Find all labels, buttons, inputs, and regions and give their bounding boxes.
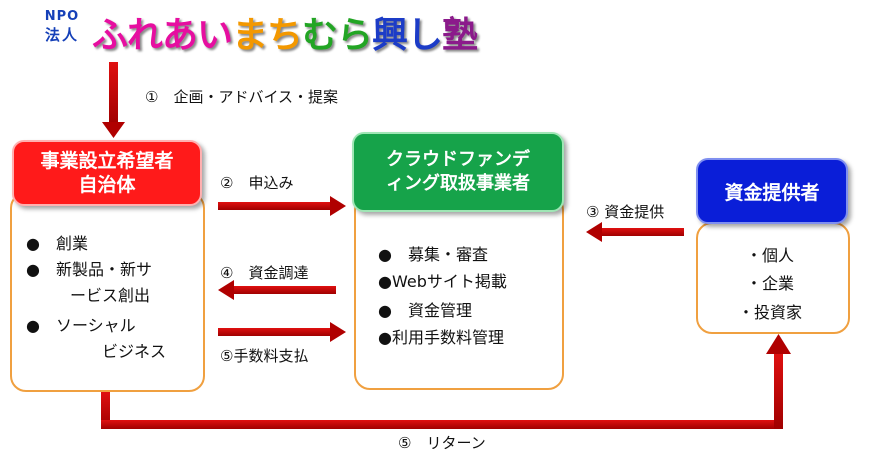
npo-text: NPO — [44, 9, 80, 24]
platform-item-web: ●Webサイト掲載 — [378, 272, 507, 291]
platform-header: クラウドファンデ ィング取扱事業者 — [352, 132, 564, 212]
investor-header-text: 資金提供者 — [724, 181, 820, 204]
applicant-item-new-product-cont: ービス創出 — [70, 286, 151, 305]
platform-header-line2: ィング取扱事業者 — [386, 173, 530, 194]
arrow-step4-left — [218, 280, 336, 300]
step4-label: ④ 資金調達 — [220, 264, 309, 282]
arrow-step3-left — [586, 222, 684, 242]
applicant-header-line2: 自治体 — [78, 174, 136, 196]
logo-part-machi: まち — [230, 13, 306, 59]
logo-part-fureai: ふれあい — [89, 13, 235, 59]
applicant-header: 事業設立希望者 自治体 — [12, 140, 202, 206]
investor-item-investor: ・投資家 — [738, 303, 803, 322]
logo-part-okoshi: 興し — [370, 13, 446, 59]
investor-box: ・個人 ・企業 ・投資家 — [696, 222, 850, 334]
step1-label: ① 企画・アドバイス・提案 — [145, 88, 338, 106]
platform-item-fee-mgmt: ●利用手数料管理 — [378, 328, 504, 347]
step5-fee-label: ⑤手数料支払 — [220, 347, 309, 365]
arrow-step1-down — [102, 62, 125, 138]
logo-part-mura: むら — [300, 13, 376, 59]
applicant-header-line1: 事業設立希望者 — [40, 150, 174, 172]
step2-label: ② 申込み — [220, 174, 294, 192]
npo-houjin-text: 法人 — [44, 26, 79, 44]
step5-return-label: ⑤ リターン — [398, 434, 486, 452]
npo-label: NPO 法人 — [34, 8, 90, 52]
platform-item-fund-mgmt: ● 資金管理 — [378, 301, 472, 320]
investor-item-company: ・企業 — [746, 274, 795, 293]
organization-logo: ふれあい まち むら 興し 塾 — [89, 4, 481, 60]
applicant-box: ● 創業 ● 新製品・新サ ービス創出 ● ソーシャル ビジネス — [10, 192, 205, 392]
platform-box: ● 募集・審査 ●Webサイト掲載 ● 資金管理 ●利用手数料管理 — [354, 194, 564, 390]
arrow-step5-fee-right — [218, 322, 346, 342]
platform-header-line1: クラウドファンデ — [386, 149, 530, 170]
applicant-item-social-cont: ビジネス — [102, 342, 167, 361]
investor-item-individual: ・個人 — [746, 246, 795, 265]
applicant-item-new-product: ● 新製品・新サ — [26, 260, 152, 279]
step3-label: ③ 資金提供 — [586, 203, 665, 221]
arrow-step2-right — [218, 196, 346, 216]
applicant-item-social: ● ソーシャル — [26, 316, 136, 335]
investor-header: 資金提供者 — [696, 158, 848, 224]
arrow-step5-return — [101, 334, 791, 429]
logo-part-juku: 塾 — [440, 13, 481, 59]
platform-item-recruit: ● 募集・審査 — [378, 245, 488, 264]
applicant-item-startup: ● 創業 — [26, 234, 88, 253]
